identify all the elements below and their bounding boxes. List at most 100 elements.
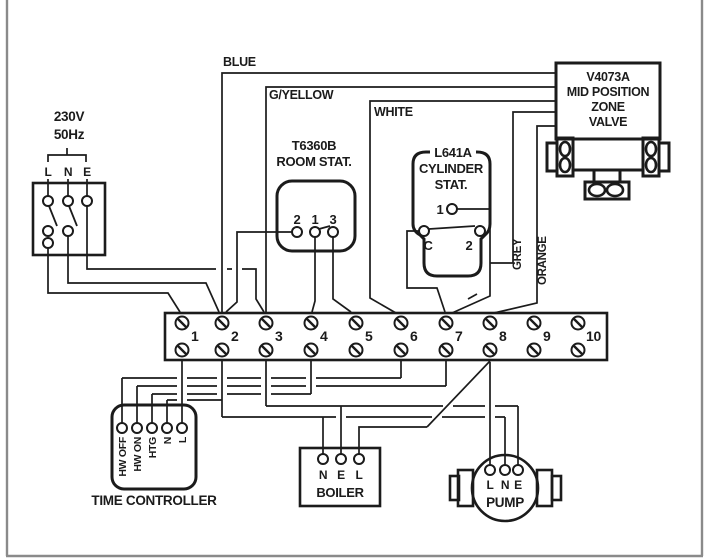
time-controller-terminal (131, 422, 143, 434)
zone-valve-model: V4073A (586, 70, 630, 84)
wire-hwoff-t6 (121, 361, 402, 423)
timer-terminal-n-label: N (162, 437, 174, 444)
supply-terminal-e-label: E (83, 165, 91, 179)
boiler-terminal-e-label: E (337, 468, 345, 482)
terminal-8: 8 (482, 315, 507, 358)
boiler: N E L BOILER (298, 446, 382, 508)
room-stat-name: ROOM STAT. (276, 154, 351, 169)
switch-blade-l (48, 205, 58, 227)
timer-terminal-hwon-label: HW ON (132, 437, 144, 472)
zone-valve-name-2: ZONE (591, 100, 625, 114)
pump-terminal-l-label: L (486, 478, 493, 492)
wire-grey (490, 111, 556, 264)
cylinder-stat-name-2: STAT. (435, 177, 468, 192)
zone-valve-body-icon (545, 136, 671, 201)
room-stat: T6360B ROOM STAT. 2 1 3 (225, 138, 357, 313)
room-stat-terminal-2-label: 2 (294, 212, 301, 227)
cylinder-stat-terminal (446, 203, 458, 215)
wire-supply-live (47, 248, 181, 313)
wire-blue-label: BLUE (223, 55, 256, 69)
page-frame (5, 0, 704, 558)
valve-wiring: BLUE G/YELLOW WHITE GREY ORANGE (221, 55, 556, 314)
room-stat-box (275, 179, 357, 253)
wire-boiler-l-diagonal (426, 360, 491, 428)
pump-label: PUMP (486, 495, 524, 510)
terminal-3: 3 (258, 315, 283, 358)
zone-valve-name-3: VALVE (589, 115, 627, 129)
terminal-number: 10 (586, 328, 601, 344)
wire-room-stat-1 (311, 237, 316, 313)
pump-terminal-e-label: E (514, 478, 522, 492)
terminal-2: 2 (214, 315, 239, 358)
supply-switch-contact (62, 225, 74, 237)
boiler-label: BOILER (316, 485, 364, 500)
room-stat-terminal (309, 226, 321, 238)
wire-room-stat-3 (332, 237, 352, 313)
supply-frequency-label: 50Hz (54, 127, 85, 142)
wire-supply-earth (86, 206, 265, 313)
wire-htg-t4 (151, 361, 312, 423)
wire-gyellow (265, 86, 556, 313)
wire-link-dash (467, 293, 478, 300)
time-controller-terminal (176, 422, 188, 434)
cylinder-stat: L641A CYLINDER STAT. 1 C 2 (406, 145, 492, 313)
terminal-9: 9 (526, 315, 551, 358)
time-controller-box (110, 403, 198, 491)
terminal-7: 7 (438, 315, 463, 358)
supply-wiring (47, 206, 265, 313)
wire-boiler-l (358, 426, 427, 454)
fuse-contact (42, 225, 54, 237)
room-stat-terminal (291, 226, 303, 238)
supply-switch-contact (81, 195, 93, 207)
wire-neutral-bus (221, 361, 505, 418)
wire-blue (221, 72, 556, 313)
timer-terminal-l-label: L (177, 436, 189, 443)
time-controller: HW OFF HW ON HTG N L TIME CONTROLLER (91, 403, 217, 508)
wire-room-stat-2 (225, 231, 292, 313)
room-stat-terminal-1-label: 1 (312, 212, 319, 227)
terminal-number: 8 (499, 328, 507, 344)
switch-blade-n (68, 205, 78, 227)
cylinder-stat-terminal-2-label: 2 (466, 238, 473, 253)
terminal-number: 5 (365, 328, 373, 344)
supply-switch-contact (42, 195, 54, 207)
time-controller-terminal (161, 422, 173, 434)
terminal-strip-box (163, 311, 609, 362)
terminal-10: 10 (570, 315, 602, 358)
boiler-terminal-n-label: N (319, 468, 327, 482)
wire-white (369, 100, 556, 314)
room-stat-blade (318, 225, 331, 230)
terminal-5: 5 (348, 315, 373, 358)
mains-supply: 230V 50Hz L N E (31, 109, 107, 257)
terminal-number: 1 (191, 328, 199, 344)
pump-body (470, 453, 540, 523)
terminal-number: 6 (410, 328, 418, 344)
boiler-box (298, 446, 382, 508)
wire-orange (493, 125, 556, 314)
cylinder-stat-model: L641A (434, 145, 472, 160)
wire-gyellow-label: G/YELLOW (269, 88, 334, 102)
wire-grey-drop (451, 263, 491, 314)
pump-terminal (484, 464, 496, 476)
wire-cyl-stat-c (406, 230, 446, 313)
terminal-6: 6 (393, 315, 418, 358)
time-controller-label: TIME CONTROLLER (91, 493, 217, 508)
timer-terminal-htg-label: HTG (147, 437, 159, 458)
cylinder-stat-blade (428, 225, 476, 230)
terminal-4: 4 (303, 315, 328, 358)
wire-grey-label: GREY (512, 238, 524, 270)
supply-voltage-label: 230V (54, 109, 85, 124)
supply-terminal-l-label: L (44, 165, 51, 179)
fuse-contact (42, 237, 54, 249)
zone-valve-name-1: MID POSITION (567, 85, 650, 99)
room-stat-model: T6360B (292, 138, 336, 153)
pump: L N E PUMP (448, 453, 563, 523)
pump-flange-right-outer (550, 474, 563, 502)
supply-isolator-box (31, 181, 107, 257)
terminal-number: 7 (455, 328, 463, 344)
supply-bracket (47, 148, 87, 162)
zone-valve: V4073A MID POSITION ZONE VALVE (545, 61, 671, 201)
pump-terminal (512, 464, 524, 476)
